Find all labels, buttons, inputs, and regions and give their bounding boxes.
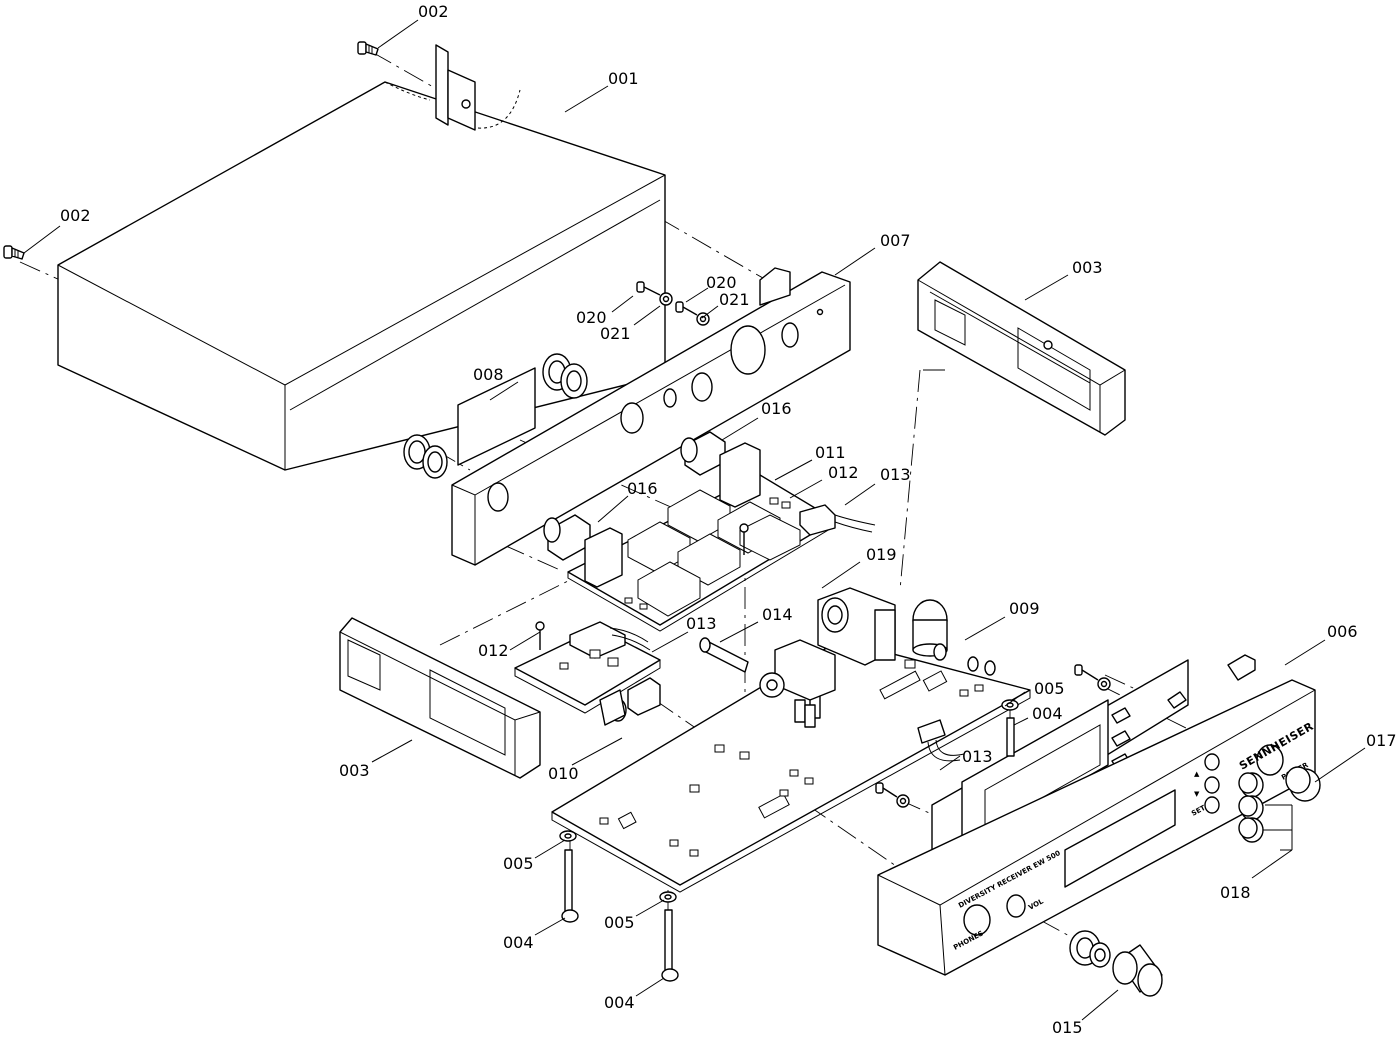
callout-020-a: 020: [576, 308, 607, 327]
callout-021-b: 021: [719, 290, 750, 309]
sub-board-010: [514, 621, 661, 726]
screws-020-021: [636, 281, 710, 326]
callout-009: 009: [1009, 599, 1040, 618]
callout-007: 007: [880, 231, 911, 250]
frame-screws: [875, 664, 1111, 808]
callout-010: 010: [548, 764, 579, 783]
rf-board: [543, 431, 876, 632]
callout-021-a: 021: [600, 324, 631, 343]
jack-nuts: [403, 353, 588, 479]
callout-012-a: 012: [828, 463, 859, 482]
main-board-009: [551, 587, 1031, 893]
callout-004-c: 004: [604, 993, 635, 1012]
callout-003-bottom: 003: [339, 761, 370, 780]
callout-016-a: 016: [761, 399, 792, 418]
standoff-004-005-c: [1001, 699, 1019, 757]
callouts: 002 001 002 007 003 020 021 020 021 008 …: [60, 2, 1397, 1037]
callout-004-b: 004: [503, 933, 534, 952]
callout-006: 006: [1327, 622, 1358, 641]
knob-015: [1069, 930, 1163, 997]
callout-014: 014: [762, 605, 793, 624]
callout-005-c: 005: [604, 913, 635, 932]
cover-housing-001: [57, 44, 666, 471]
label-008: [457, 367, 536, 466]
standoff-004-005-b: [659, 891, 679, 982]
callout-018: 018: [1220, 883, 1251, 902]
callout-017: 017: [1366, 731, 1397, 750]
standoff-004-005-a: [559, 830, 579, 923]
callout-002-left: 002: [60, 206, 91, 225]
screw-002-left: [3, 245, 25, 260]
rear-panel-007: [451, 267, 851, 566]
side-bracket-003-top: [917, 261, 1126, 436]
callout-020-b: 020: [706, 273, 737, 292]
callout-013-a: 013: [880, 465, 911, 484]
screw-002-top: [357, 41, 379, 56]
callout-016-b: 016: [627, 479, 658, 498]
callout-011: 011: [815, 443, 846, 462]
down-arrow-text: ▼: [1194, 790, 1200, 798]
callout-003-top: 003: [1072, 258, 1103, 277]
leader-lines: [23, 19, 1366, 1021]
callout-002-top: 002: [418, 2, 449, 21]
callout-005-b: 005: [503, 854, 534, 873]
callout-013-c: 013: [962, 747, 993, 766]
callout-001: 001: [608, 69, 639, 88]
callout-005-a: 005: [1034, 679, 1065, 698]
callout-019: 019: [866, 545, 897, 564]
callout-004-a: 004: [1032, 704, 1063, 723]
knob-017: [1285, 766, 1321, 802]
side-bracket-003-bottom: [339, 617, 541, 779]
callout-015: 015: [1052, 1018, 1083, 1037]
buttons-018: [1238, 772, 1264, 843]
callout-012-b: 012: [478, 641, 509, 660]
up-arrow-text: ▲: [1194, 770, 1200, 778]
callout-008: 008: [473, 365, 504, 384]
callout-013-b: 013: [686, 614, 717, 633]
